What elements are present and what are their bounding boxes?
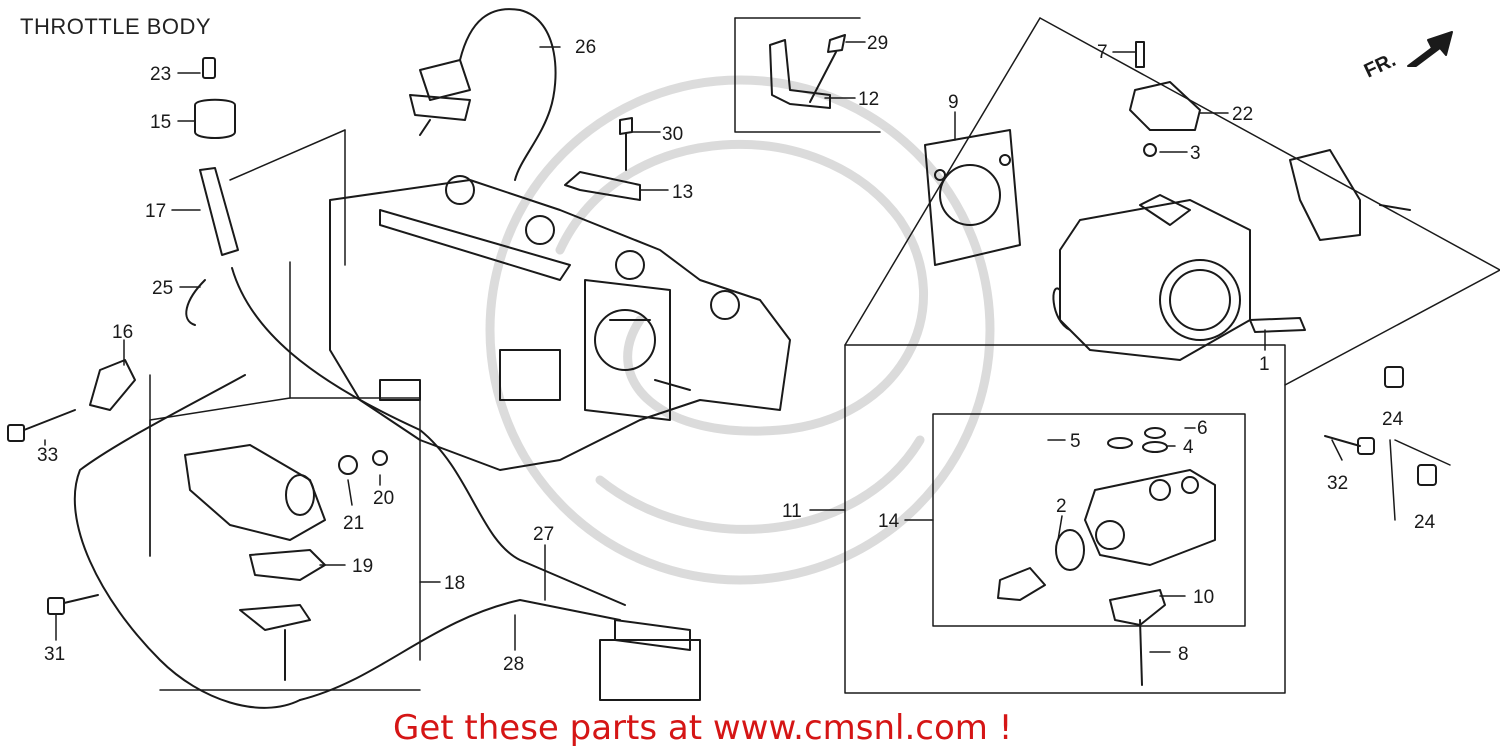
callout-15: 15 <box>150 112 171 133</box>
upper-left-valve-parts <box>185 57 239 326</box>
group-box-left-leaders <box>149 129 1451 557</box>
callout-32: 32 <box>1327 473 1348 494</box>
callout-26: 26 <box>575 37 596 58</box>
watermark-logo <box>485 75 995 585</box>
callout-20: 20 <box>373 488 394 509</box>
small-washers <box>1107 427 1168 453</box>
fuel-pressure-regulator <box>409 8 557 181</box>
callout-17: 17 <box>145 201 166 222</box>
callout-1: 1 <box>1259 354 1270 375</box>
callout-29: 29 <box>867 33 888 54</box>
callout-14: 14 <box>878 511 900 532</box>
callout-5: 5 <box>1070 431 1081 452</box>
bolt-31 <box>47 594 99 615</box>
callout-25: 25 <box>152 278 173 299</box>
front-direction-arrow-icon: FR. <box>1361 31 1453 83</box>
callout-8: 8 <box>1178 644 1189 665</box>
callout-6: 6 <box>1197 418 1208 439</box>
callout-30: 30 <box>662 124 683 145</box>
callout-22: 22 <box>1232 104 1253 125</box>
sensor-16 <box>89 359 136 411</box>
group-box-iac-11 <box>844 344 1286 694</box>
throttle-position-sensor <box>1129 41 1201 157</box>
gasket-9 <box>924 129 1021 266</box>
diagram-title: THROTTLE BODY <box>20 14 212 39</box>
throttle-body-assembly <box>1052 149 1411 361</box>
callout-24a: 24 <box>1382 409 1404 430</box>
callout-10: 10 <box>1193 587 1214 608</box>
intake-manifold <box>329 175 791 471</box>
callout-33: 33 <box>37 445 58 466</box>
callout-2: 2 <box>1056 496 1067 517</box>
bolt-33 <box>7 409 76 442</box>
group-box-bracket-12 <box>734 17 881 133</box>
callout-3: 3 <box>1190 143 1201 164</box>
callout-16: 16 <box>112 322 133 343</box>
callout-4: 4 <box>1183 437 1194 458</box>
callout-numbers: 23 15 17 25 16 33 26 29 12 30 13 9 7 22 … <box>37 33 1436 675</box>
callout-24b: 24 <box>1414 512 1436 533</box>
callout-23: 23 <box>150 64 171 85</box>
fast-idle-valve <box>997 469 1216 686</box>
leader-lines <box>44 41 1343 653</box>
vacuum-hoses <box>73 267 701 709</box>
callout-27: 27 <box>533 524 554 545</box>
idle-air-control-valve <box>184 444 388 681</box>
callout-18: 18 <box>444 573 465 594</box>
callout-9: 9 <box>948 92 959 113</box>
front-label: FR. <box>1361 49 1399 83</box>
callout-31: 31 <box>44 644 65 665</box>
callout-19: 19 <box>352 556 373 577</box>
callout-11: 11 <box>782 501 802 522</box>
nuts-and-bolts <box>1324 366 1437 486</box>
callout-13: 13 <box>672 182 693 203</box>
promo-footer-text[interactable]: Get these parts at www.cmsnl.com ! <box>393 708 1013 748</box>
bracket-12 <box>769 34 846 109</box>
callout-7: 7 <box>1097 42 1108 63</box>
callout-28: 28 <box>503 654 524 675</box>
callout-21: 21 <box>343 513 364 534</box>
callout-12: 12 <box>858 89 879 110</box>
